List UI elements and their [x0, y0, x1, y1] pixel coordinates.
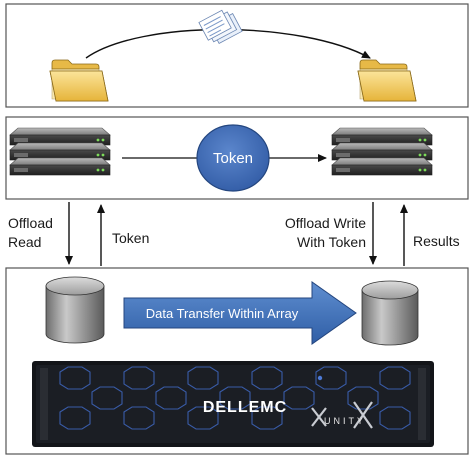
- array-brand-logo: DELLEMC: [203, 399, 287, 416]
- destination-server-stack-icon: [331, 127, 433, 176]
- token-return-label: Token: [112, 230, 150, 246]
- offload-write-label: Offload Write With Token: [284, 215, 366, 250]
- source-server-stack-icon: [9, 127, 111, 176]
- storage-array-bezel: [32, 361, 434, 447]
- token-bubble-label: Token: [213, 150, 253, 167]
- offload-read-label: Offload Read: [8, 215, 53, 250]
- documents-icon: [198, 9, 243, 45]
- source-lun-cylinder-icon: [45, 276, 105, 344]
- results-label: Results: [413, 233, 460, 249]
- destination-folder-icon: [357, 59, 417, 102]
- source-folder-icon: [49, 59, 109, 102]
- array-model-logo: UNITY: [324, 416, 366, 426]
- data-transfer-label: Data Transfer Within Array: [146, 306, 299, 321]
- token-bubble: [196, 124, 270, 192]
- destination-lun-cylinder-icon: [361, 280, 419, 346]
- data-transfer-arrow: [123, 281, 357, 345]
